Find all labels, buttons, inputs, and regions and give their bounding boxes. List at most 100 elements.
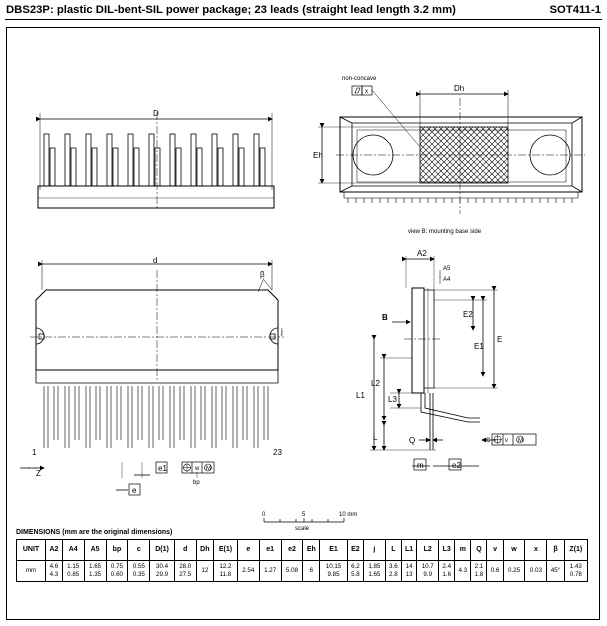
dimension-header-cell: L3: [438, 539, 456, 561]
package-code: SOT411-1: [549, 4, 602, 16]
flatness-x: x: [365, 89, 368, 95]
dimension-value: 1.65: [368, 571, 381, 578]
dim-A5: A5: [443, 266, 451, 272]
dimension-value: 1.8: [474, 571, 484, 578]
title-divider: [5, 19, 602, 20]
dimension-value: 12: [201, 567, 209, 574]
side-view: [370, 256, 537, 471]
dim-beta: β: [260, 270, 265, 279]
dimension-value-cell: 6: [302, 560, 321, 582]
dimension-value-cell: 0.6: [486, 560, 504, 582]
dimension-value-cell: 1.27: [258, 560, 282, 582]
dimension-value: 4.3: [458, 567, 468, 574]
dimension-value: 1.15: [67, 563, 80, 570]
dimension-value-cell: 0.03: [524, 560, 548, 582]
dim-d: d: [153, 256, 157, 265]
dimension-value-cell: 2.54: [236, 560, 260, 582]
dim-Eh: Eh: [313, 151, 323, 160]
dimension-value: 10.15: [325, 563, 342, 570]
dim-e: e: [132, 486, 137, 495]
dimension-value: mm: [25, 567, 37, 574]
header: DBS23P: plastic DIL-bent-SIL power packa…: [6, 4, 601, 20]
dimension-header-cell: Eh: [302, 539, 321, 561]
dimension-header-cell: A5: [83, 539, 107, 561]
dim-L1: L1: [356, 391, 365, 400]
dimension-value: 1.85: [368, 563, 381, 570]
dimension-value: 9.9: [423, 571, 433, 578]
dimension-header-cell: D(1): [149, 539, 175, 561]
dimension-value-cell: 45°: [546, 560, 565, 582]
dim-A4: A4: [443, 277, 451, 283]
dimension-header-cell: L: [384, 539, 402, 561]
dimension-value: 6.2: [351, 563, 360, 570]
scale-caption: scale: [295, 526, 310, 532]
dim-Q: Q: [409, 436, 415, 445]
dim-E2: E2: [463, 310, 473, 319]
dimension-value: 0.55: [132, 563, 145, 570]
scale-tick-0: 0: [262, 512, 266, 518]
dimension-value: 1.65: [89, 563, 102, 570]
dim-Dh: Dh: [454, 84, 464, 93]
dimension-value: 1.35: [89, 571, 102, 578]
dim-Z: Z: [36, 469, 41, 478]
non-concave-note: non-concave: [342, 76, 377, 82]
dimension-value: 28.0: [179, 563, 192, 570]
dimension-value: 2.8: [389, 571, 398, 578]
dimension-header-cell: β: [546, 539, 565, 561]
pin-23-label: 23: [273, 448, 282, 457]
dimension-value: 12.2: [219, 563, 232, 570]
dimension-value: 1.6: [442, 571, 452, 578]
dim-e1: e1: [158, 464, 167, 473]
tol-v: v: [505, 438, 508, 444]
view-b: [318, 85, 585, 214]
dimension-value: 0.78: [569, 571, 582, 578]
scale-tick-10: 10 mm: [339, 512, 357, 518]
dimension-header-cell: Q: [470, 539, 488, 561]
dimension-value-cell: mm: [15, 560, 47, 582]
dimension-value: 2.1: [474, 563, 484, 570]
dimensions-title: DIMENSIONS (mm are the original dimensio…: [16, 529, 173, 536]
dimension-header-cell: E(1): [213, 539, 238, 561]
scale-bar: [263, 518, 345, 523]
dimension-value-cell: 0.25: [502, 560, 526, 582]
dimension-header-cell: E2: [346, 539, 364, 561]
dimension-header-cell: Z(1): [563, 539, 589, 561]
dim-E1: E1: [474, 342, 484, 351]
dim-c: c: [486, 435, 490, 444]
dimension-header-cell: m: [454, 539, 472, 561]
dimension-header-cell: bp: [105, 539, 129, 561]
dimension-value: 0.03: [529, 567, 542, 574]
dimension-value: 0.85: [67, 571, 80, 578]
dimension-value: 1.43: [569, 563, 582, 570]
dimension-header-cell: L1: [400, 539, 418, 561]
dimension-value: 5.08: [286, 567, 299, 574]
dimension-value: 2.4: [442, 563, 452, 570]
tol-M-front: M: [206, 466, 211, 472]
dimension-header-cell: e1: [258, 539, 282, 561]
dimension-value: 9.85: [327, 571, 340, 578]
dim-m: m: [417, 461, 424, 470]
dimension-value: 13: [405, 571, 413, 578]
dim-L2: L2: [371, 379, 380, 388]
package-title: DBS23P: plastic DIL-bent-SIL power packa…: [6, 4, 456, 16]
dimension-header-cell: Dh: [195, 539, 215, 561]
dimension-value: 10.7: [421, 563, 434, 570]
dimension-value: 3.6: [389, 563, 398, 570]
dimension-value: 4.6: [49, 563, 59, 570]
dim-bp: bp: [193, 480, 200, 486]
dimension-value: 6: [309, 567, 314, 574]
dimension-value: 1.27: [264, 567, 277, 574]
